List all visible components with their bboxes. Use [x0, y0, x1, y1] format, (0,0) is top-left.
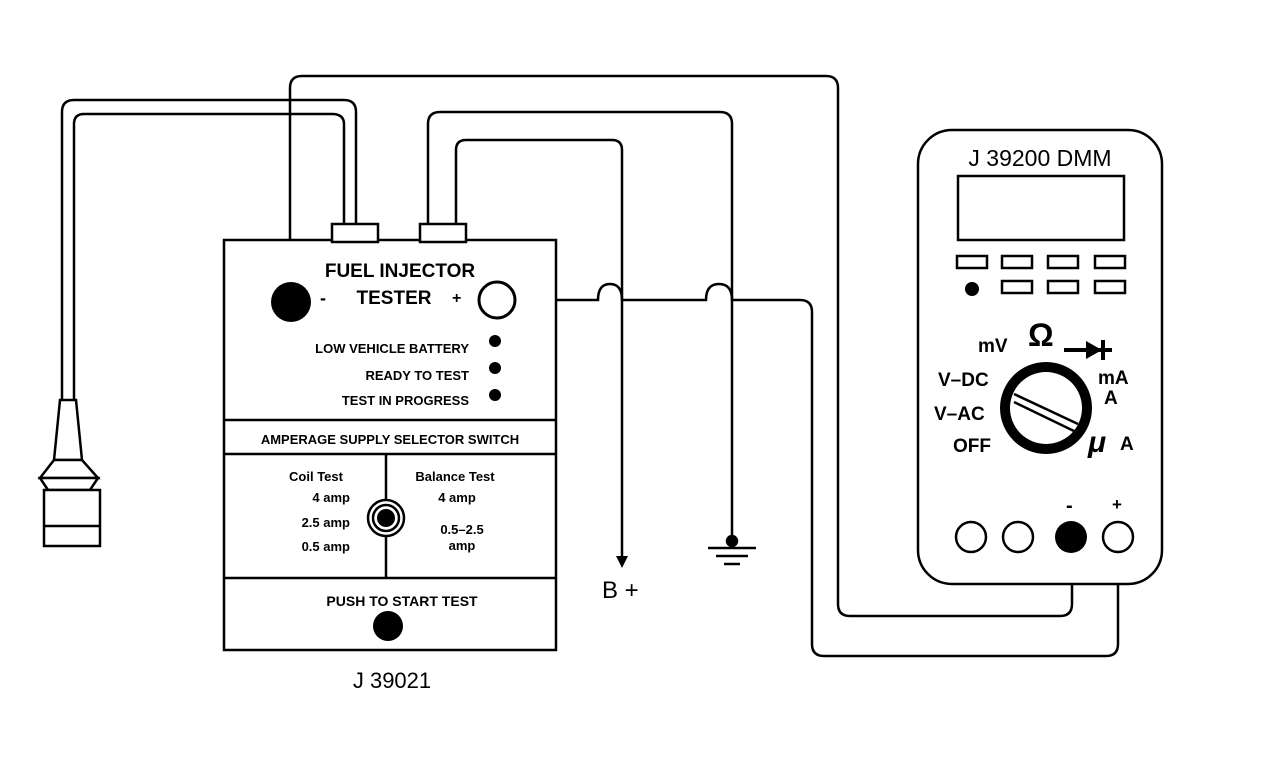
coil-test-heading: Coil Test — [289, 469, 344, 484]
dial-label-ma: mA — [1098, 368, 1129, 389]
dmm-display — [956, 174, 1126, 242]
indicator-low-battery-led — [489, 335, 501, 347]
push-to-start-button[interactable] — [373, 611, 403, 641]
indicator-low-battery-label: LOW VEHICLE BATTERY — [315, 341, 469, 356]
dmm-button[interactable] — [1000, 254, 1034, 270]
b-plus-arrowhead — [616, 556, 628, 568]
injector-harness-wire-inner — [72, 112, 346, 400]
dmm-rotary-dial[interactable] — [1000, 362, 1092, 454]
dmm-button-row — [955, 254, 1127, 295]
dmm-button[interactable] — [1000, 279, 1034, 295]
dmm-title: J 39200 DMM — [968, 145, 1111, 171]
dmm-input-jack[interactable] — [1001, 520, 1035, 554]
indicator-in-progress-led — [489, 389, 501, 401]
fuel-injector-tester: FUEL INJECTOR TESTER - + LOW VEHICLE BAT… — [222, 222, 558, 652]
coil-test-option: 2.5 amp — [302, 515, 350, 530]
dial-label-ohm: Ω — [1028, 317, 1054, 353]
balance-test-option: amp — [449, 538, 476, 553]
dmm-button[interactable] — [1093, 279, 1127, 295]
dmm-input-jack[interactable] — [954, 520, 988, 554]
dmm-power-button[interactable] — [965, 282, 979, 296]
balance-test-heading: Balance Test — [415, 469, 495, 484]
dial-label-vdc: V–DC — [938, 370, 989, 391]
b-plus-label: B + — [602, 577, 639, 604]
selector-switch-title: AMPERAGE SUPPLY SELECTOR SWITCH — [261, 432, 519, 447]
balance-test-option: 0.5–2.5 — [440, 522, 483, 537]
diode-icon — [1064, 340, 1112, 360]
dial-label-ua-mu: μ — [1087, 426, 1106, 459]
wiring — [60, 74, 1120, 658]
ground-symbol — [708, 534, 756, 566]
digital-multimeter: J 39200 DMM mV Ω V–DC V–AC OFF mA A μ A — [916, 128, 1164, 586]
dmm-negative-lead — [288, 74, 1074, 618]
indicator-ready-led — [489, 362, 501, 374]
dmm-negative-jack[interactable] — [1055, 521, 1087, 553]
coil-test-option: 4 amp — [312, 490, 350, 505]
dmm-button[interactable] — [1046, 279, 1080, 295]
dmm-button[interactable] — [1093, 254, 1127, 270]
tester-title-line1: FUEL INJECTOR — [325, 261, 476, 282]
dmm-positive-sign: + — [1112, 495, 1122, 514]
battery-wire-inner — [454, 138, 624, 560]
tester-harness-connector — [330, 222, 380, 244]
push-to-start-label: PUSH TO START TEST — [326, 593, 478, 609]
dial-label-mv: mV — [978, 336, 1008, 357]
indicator-ready-label: READY TO TEST — [365, 368, 469, 383]
battery-wire-outer — [426, 110, 734, 540]
dmm-button[interactable] — [1046, 254, 1080, 270]
tester-negative-jack[interactable] — [271, 282, 311, 322]
dial-label-off: OFF — [953, 436, 991, 457]
tester-negative-sign: - — [320, 288, 326, 308]
indicator-in-progress-label: TEST IN PROGRESS — [342, 393, 469, 408]
tester-battery-connector — [418, 222, 468, 244]
dmm-positive-jack[interactable] — [1101, 520, 1135, 554]
dmm-negative-sign: - — [1066, 495, 1073, 517]
tester-positive-sign: + — [452, 290, 461, 307]
amperage-selector-knob[interactable] — [366, 498, 406, 538]
tester-title-line2: TESTER — [357, 288, 432, 309]
dmm-button[interactable] — [955, 254, 989, 270]
balance-test-option: 4 amp — [438, 490, 476, 505]
injector-harness-wire-outer — [60, 98, 358, 400]
tester-positive-jack[interactable] — [477, 280, 517, 320]
injector-connector — [37, 398, 102, 548]
dial-label-vac: V–AC — [934, 404, 985, 425]
coil-test-option: 0.5 amp — [302, 539, 350, 554]
dial-label-ua-a: A — [1120, 434, 1134, 455]
dmm-positive-lead — [518, 282, 1120, 658]
dial-label-a: A — [1104, 388, 1118, 409]
tester-model-label: J 39021 — [353, 668, 431, 693]
